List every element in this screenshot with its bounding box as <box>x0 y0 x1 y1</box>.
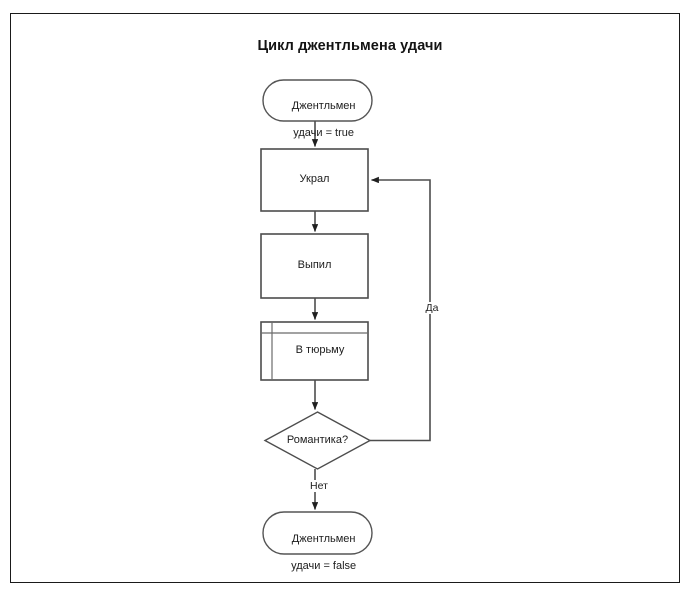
edge-decision-yes-to-steal <box>370 176 431 442</box>
node-start-shape[interactable] <box>262 79 373 122</box>
diagram-title: Цикл джентльмена удачи <box>257 38 443 54</box>
node-drink-shape[interactable] <box>260 233 369 299</box>
node-prison-shape[interactable] <box>260 321 369 381</box>
node-end-shape[interactable] <box>262 511 373 555</box>
node-decision-shape[interactable] <box>263 411 372 470</box>
node-steal-shape[interactable] <box>260 148 369 212</box>
